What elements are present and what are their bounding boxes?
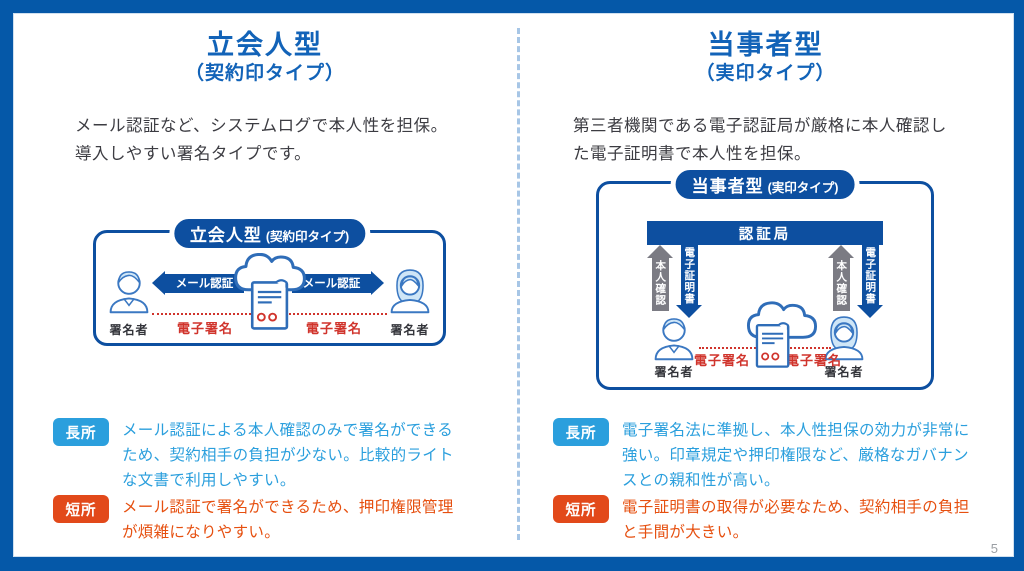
cons-text: 電子証明書の取得が必要なため、契約相手の負担と手間が大きい。 (622, 499, 970, 542)
center-dashed-divider (517, 28, 520, 540)
right-title: 当事者型 (707, 30, 824, 60)
right-description: 第三者機関である電子認証局が厳格に本人確認し た電子証明書で本人性を担保。 (573, 117, 947, 164)
mail-auth-arrow-right: メール認証 (292, 271, 384, 295)
right-diagram-pill-label: 当事者型 (実印タイプ) (670, 165, 860, 204)
left-subtitle: （契約印タイプ） (184, 63, 345, 85)
right-subtitle: （実印タイプ） (695, 63, 836, 85)
arrow-head-up-icon (647, 245, 673, 258)
right-pill-sub: (実印タイプ) (767, 181, 839, 195)
signer-label: 署名者 (824, 365, 864, 379)
left-panel-title: 立会人型 （契約印タイプ） (13, 29, 517, 87)
cons-text: メール認証で署名ができるため、押印権限管理が煩雑になりやすい。 (122, 499, 454, 542)
left-diagram-pill-label: 立会人型 (契約印タイプ) (168, 214, 371, 253)
left-pill-sub: (契約印タイプ) (265, 230, 350, 244)
left-title: 立会人型 (207, 30, 323, 60)
certificate-arrow-left: 電子証明書 (676, 245, 702, 318)
left-pill-main: 立会人型 (189, 226, 262, 245)
certificate-label: 電子証明書 (683, 247, 696, 305)
signer-label: 署名者 (654, 365, 694, 379)
signer-label: 署名者 (390, 323, 430, 337)
mail-auth-label: メール認証 (175, 278, 234, 290)
right-panel-title: 当事者型 （実印タイプ） (517, 29, 1014, 87)
pros-text: 電子署名法に準拠し、本人性担保の効力が非常に強い。印章規定や押印権限など、厳格な… (622, 422, 970, 490)
arrow-head-left-icon (152, 271, 165, 295)
woman-icon (387, 263, 433, 317)
man-icon (651, 311, 697, 363)
pros-badge: 長所 (553, 418, 609, 446)
slide-content: 立会人型 （契約印タイプ） メール認証など、システムログで本人性を担保。 導入し… (13, 13, 1014, 557)
pros-badge: 長所 (53, 418, 109, 446)
mail-auth-label: メール認証 (302, 278, 361, 290)
certificate-arrow-right: 電子証明書 (857, 245, 883, 318)
arrow-head-down-icon (857, 304, 883, 318)
pros-text: メール認証による本人確認のみで署名ができるため、契約相手の負担が少ない。比較的ラ… (122, 422, 454, 490)
right-cons-row: 短所 電子証明書の取得が必要なため、契約相手の負担と手間が大きい。 (553, 495, 977, 545)
cons-badge: 短所 (553, 495, 609, 523)
woman-icon (821, 311, 867, 363)
identity-check-arrow-left: 本人確認 (647, 245, 673, 311)
esign-label: 電子署名 (785, 353, 842, 368)
identity-check-label: 本人確認 (654, 260, 667, 306)
man-icon (106, 263, 152, 317)
signer-label: 署名者 (109, 323, 149, 337)
right-pill-main: 当事者型 (691, 177, 764, 196)
document-icon (250, 279, 290, 336)
arrow-head-right-icon (371, 271, 384, 295)
left-description: メール認証など、システムログで本人性を担保。 導入しやすい署名タイプです。 (75, 117, 448, 164)
left-cons-row: 短所 メール認証で署名ができるため、押印権限管理が煩雑になりやすい。 (53, 495, 465, 545)
certificate-label: 電子証明書 (864, 247, 877, 305)
arrow-head-up-icon (828, 245, 854, 258)
left-diagram-box: 立会人型 (契約印タイプ) 署名者 (93, 214, 446, 346)
identity-check-label: 本人確認 (835, 260, 848, 306)
document-icon (755, 322, 791, 374)
esign-label: 電子署名 (305, 321, 362, 336)
esign-label: 電子署名 (693, 353, 750, 368)
esign-label: 電子署名 (176, 321, 233, 336)
identity-check-arrow-right: 本人確認 (828, 245, 854, 311)
certification-authority-bar: 認証局 (647, 221, 883, 245)
right-diagram-box: 当事者型 (実印タイプ) 認証局 本人確認 電子証明書 本人確認 電子証明書 (596, 165, 934, 390)
left-pros-row: 長所 メール認証による本人確認のみで署名ができるため、契約相手の負担が少ない。比… (53, 418, 465, 493)
right-pros-row: 長所 電子署名法に準拠し、本人性担保の効力が非常に強い。印章規定や押印権限など、… (553, 418, 977, 493)
cons-badge: 短所 (53, 495, 109, 523)
page-number: 5 (990, 541, 998, 556)
arrow-head-down-icon (676, 304, 702, 318)
cloud-icon (227, 243, 313, 302)
mail-auth-arrow-left: メール認証 (152, 271, 244, 295)
